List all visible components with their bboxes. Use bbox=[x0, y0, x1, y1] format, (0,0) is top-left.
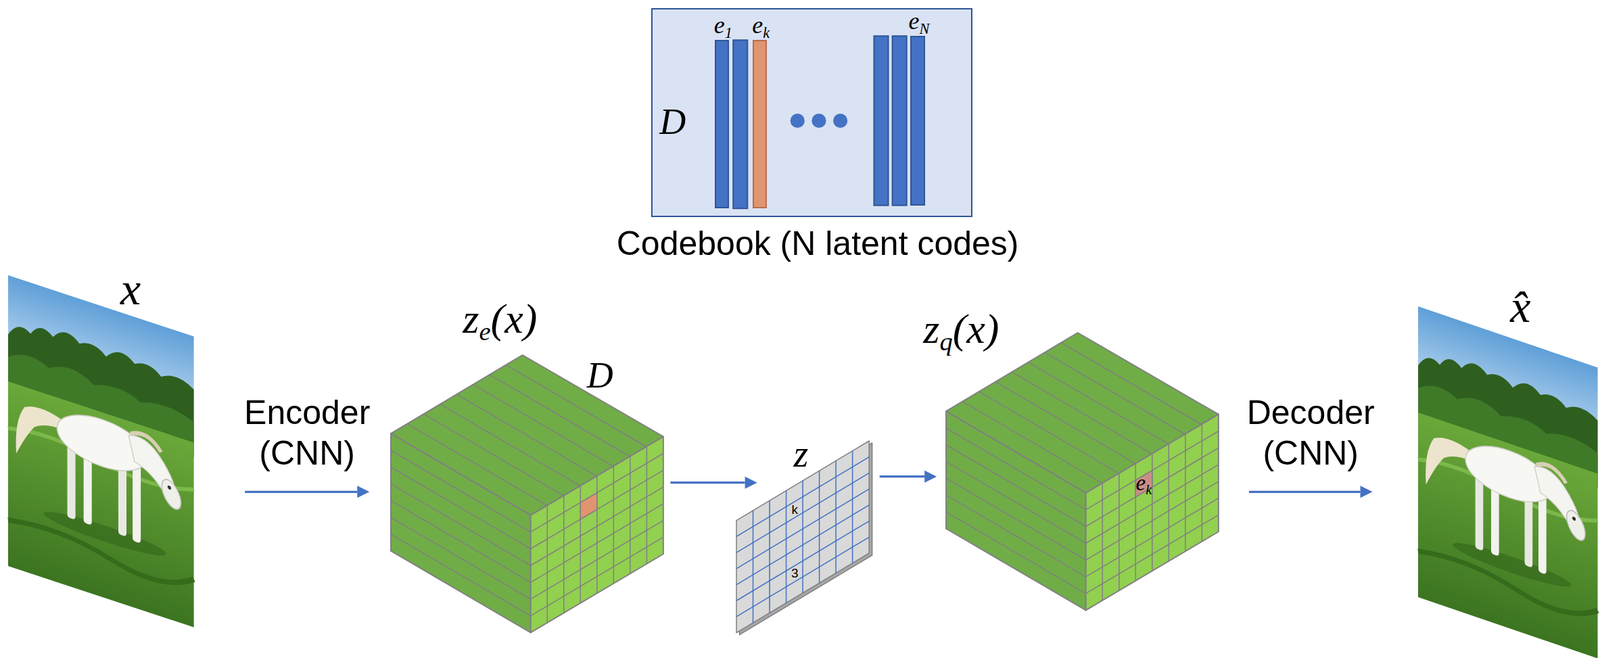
input-image: x bbox=[8, 275, 195, 628]
edge-label: Decoder (CNN) bbox=[1246, 392, 1375, 474]
subscript: q bbox=[939, 327, 953, 356]
tensor-label: ze(x) bbox=[462, 295, 537, 344]
arrow-head bbox=[924, 470, 937, 483]
input-image-shape bbox=[8, 275, 195, 628]
output-image: x̂ bbox=[1418, 306, 1598, 658]
quantized-cube: zq(x)ek bbox=[946, 332, 1219, 610]
index-value: k bbox=[791, 502, 799, 518]
arrow-line bbox=[670, 481, 745, 484]
arrow-line bbox=[1249, 490, 1361, 493]
subscript: N bbox=[919, 19, 930, 37]
vector-label: ek bbox=[1136, 470, 1153, 497]
flow-arrow bbox=[879, 470, 938, 483]
codebook-vector: eN bbox=[910, 35, 925, 205]
arrow-head bbox=[357, 485, 370, 498]
codebook-box-shape bbox=[652, 9, 974, 219]
dimension-label: D bbox=[586, 354, 614, 397]
arrow-head bbox=[1360, 485, 1373, 498]
subscript: k bbox=[762, 23, 770, 41]
flow-arrow bbox=[670, 476, 757, 489]
encoder-output-cube: ze(x)D bbox=[390, 355, 664, 633]
flow-arrow bbox=[244, 485, 370, 498]
codebook-caption: Codebook (N latent codes) bbox=[616, 224, 1020, 264]
edge-label: Encoder (CNN) bbox=[244, 392, 370, 474]
dimension-label: D bbox=[659, 100, 686, 143]
vector-label: e1 bbox=[714, 11, 733, 40]
index-grid: zk3 bbox=[736, 440, 869, 635]
flow-arrow bbox=[1249, 485, 1373, 498]
encoder-output-cube-shape bbox=[390, 355, 664, 633]
image-label: x bbox=[120, 262, 141, 316]
codebook-box: DCodebook (N latent codes)e1ekeN bbox=[651, 8, 973, 218]
arrow-line bbox=[879, 475, 926, 478]
arrow-line bbox=[244, 490, 358, 493]
quantized-cube-shape bbox=[946, 332, 1219, 610]
output-image-shape bbox=[1418, 306, 1598, 658]
index-value: 3 bbox=[791, 566, 799, 582]
subscript: k bbox=[1145, 482, 1152, 498]
image-label: x̂ bbox=[1510, 279, 1531, 333]
vector-label: ek bbox=[751, 11, 770, 40]
grid-label: z bbox=[793, 432, 809, 476]
codebook-vector: e1 bbox=[714, 39, 729, 209]
tensor-label: zq(x) bbox=[923, 305, 999, 354]
selected-codebook-vector: ek bbox=[752, 39, 767, 209]
subscript: 1 bbox=[724, 23, 733, 41]
arrow-head bbox=[745, 476, 758, 489]
subscript: e bbox=[478, 317, 491, 346]
vector-label: eN bbox=[908, 7, 930, 36]
